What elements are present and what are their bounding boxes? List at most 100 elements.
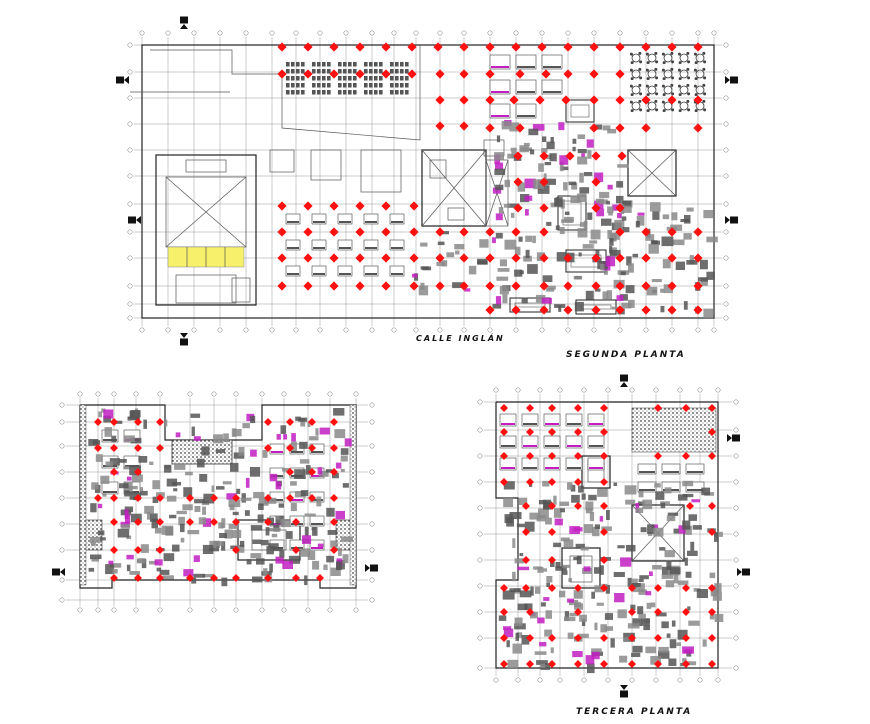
chair xyxy=(661,68,665,72)
furniture xyxy=(152,480,160,490)
seat xyxy=(405,62,409,67)
column-marker-icon xyxy=(537,42,547,52)
seat xyxy=(405,76,409,81)
furniture xyxy=(559,162,564,172)
furniture xyxy=(102,493,107,497)
furniture xyxy=(692,525,702,530)
furniture xyxy=(326,507,335,517)
furniture xyxy=(568,181,577,186)
column-marker-icon xyxy=(303,227,313,237)
furniture xyxy=(678,494,688,501)
column-marker-icon xyxy=(94,444,102,452)
seat xyxy=(291,90,295,95)
furniture xyxy=(498,615,507,621)
furniture xyxy=(213,541,224,546)
column-marker-icon xyxy=(210,494,218,502)
furniture xyxy=(581,619,586,626)
chair xyxy=(694,93,698,97)
round-table xyxy=(631,69,641,79)
column-marker-icon xyxy=(134,494,142,502)
grid-bubble xyxy=(327,607,333,613)
furniture xyxy=(660,305,665,313)
furniture xyxy=(149,560,158,565)
furniture xyxy=(564,616,576,622)
furniture xyxy=(553,495,557,505)
furniture xyxy=(95,454,103,462)
seat xyxy=(296,90,300,95)
seat xyxy=(400,62,404,67)
furniture xyxy=(151,518,158,529)
column-marker-icon xyxy=(539,305,549,315)
furniture xyxy=(166,478,178,487)
light-well xyxy=(269,149,295,173)
furniture xyxy=(597,488,608,497)
furniture xyxy=(626,544,636,552)
furniture xyxy=(126,476,132,481)
furniture xyxy=(530,586,534,596)
column-marker-icon xyxy=(693,281,703,291)
furniture xyxy=(97,503,103,509)
furniture xyxy=(546,221,552,226)
column-marker-icon xyxy=(682,608,690,616)
furniture xyxy=(162,575,174,580)
column-marker-icon xyxy=(186,494,194,502)
furniture xyxy=(525,209,529,216)
furniture xyxy=(494,152,504,161)
column-marker-icon xyxy=(615,42,625,52)
furniture xyxy=(620,294,628,301)
furniture xyxy=(561,570,568,575)
plan-title-tercera: TERCERA PLANTA xyxy=(576,707,692,717)
furniture xyxy=(542,136,547,142)
chair xyxy=(365,221,377,223)
furniture xyxy=(126,564,131,572)
seat xyxy=(348,76,352,81)
column-marker-icon xyxy=(186,518,194,526)
section-markers-top xyxy=(116,16,738,346)
column-marker-icon xyxy=(277,227,287,237)
column-marker-icon xyxy=(515,123,525,133)
furniture xyxy=(130,513,142,523)
furniture xyxy=(641,618,650,626)
column-marker-icon xyxy=(541,69,551,79)
grid-bubble xyxy=(133,607,139,613)
furniture xyxy=(154,559,163,566)
chair xyxy=(339,221,351,223)
column-marker-icon xyxy=(433,42,443,52)
furniture xyxy=(558,305,562,312)
furniture xyxy=(213,434,223,444)
column-marker-icon xyxy=(232,494,240,502)
furniture xyxy=(540,602,546,607)
seat xyxy=(343,69,347,74)
chair xyxy=(638,51,642,55)
chair xyxy=(517,115,535,117)
grid-bubble xyxy=(217,327,223,333)
seat xyxy=(327,90,331,95)
furniture xyxy=(627,623,640,629)
furniture xyxy=(646,602,652,609)
chair xyxy=(311,523,323,525)
furniture xyxy=(420,242,428,247)
grid-bubble xyxy=(733,453,739,459)
furniture xyxy=(620,557,632,567)
furniture xyxy=(585,508,593,514)
furniture xyxy=(594,585,604,593)
grid-bubble xyxy=(723,229,729,235)
furniture xyxy=(623,637,629,641)
furniture xyxy=(334,429,346,439)
seat xyxy=(390,83,394,88)
grid-bubble xyxy=(95,391,101,397)
column-marker-icon xyxy=(561,95,571,105)
seat xyxy=(374,83,378,88)
furniture xyxy=(575,543,585,548)
grid-bubble xyxy=(477,427,483,433)
furniture xyxy=(616,295,624,301)
column-marker-icon xyxy=(264,574,272,582)
furniture xyxy=(299,548,311,557)
grid-bubble xyxy=(437,327,443,333)
column-marker-icon xyxy=(708,452,716,460)
furniture xyxy=(418,285,429,296)
furniture xyxy=(578,252,582,257)
column-marker-icon xyxy=(641,253,651,263)
column-marker-icon xyxy=(667,253,677,263)
furniture xyxy=(610,638,615,648)
